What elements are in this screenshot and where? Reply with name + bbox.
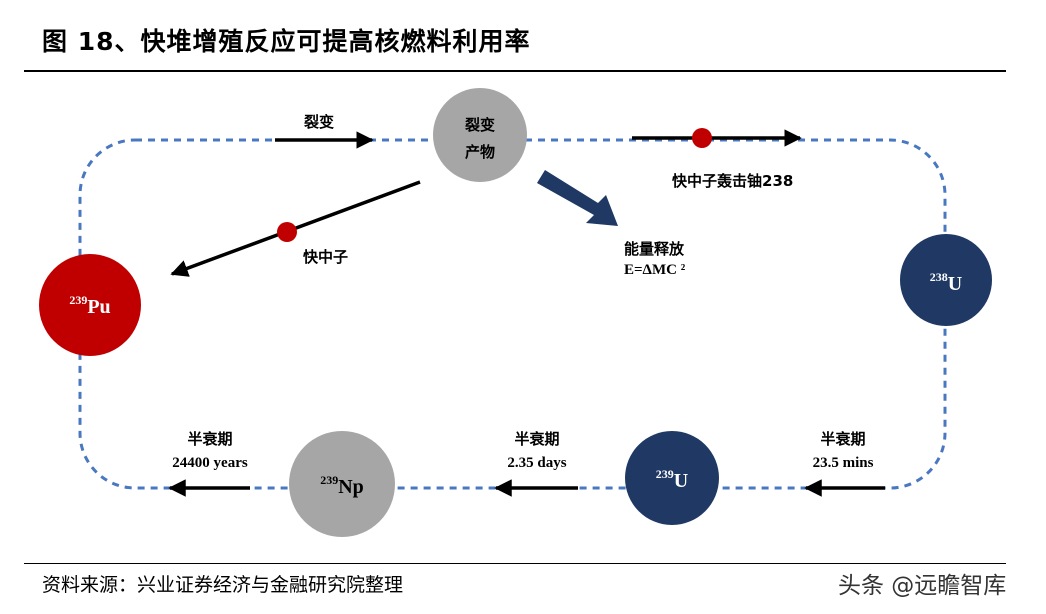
- neutron-dot-left: [277, 222, 297, 242]
- np239-mass: 239: [320, 473, 338, 487]
- fission-products-line2: 产物: [465, 143, 495, 161]
- u239-mass: 239: [656, 467, 674, 481]
- energy-release-arrow: [537, 170, 618, 226]
- source-note: 资料来源：兴业证券经济与金融研究院整理: [42, 574, 404, 596]
- np239-symbol: Np: [338, 476, 364, 498]
- half-life-3-title: 半衰期: [187, 430, 232, 448]
- half-life-3-value: 24400 years: [172, 455, 248, 471]
- energy-release-label: 能量释放: [624, 240, 685, 258]
- u238-node: [900, 234, 992, 326]
- u239-symbol: U: [674, 470, 688, 492]
- half-life-2-title: 半衰期: [514, 430, 559, 448]
- u239-label: 239U: [656, 467, 688, 492]
- page-title: 图 18、快堆增殖反应可提高核燃料利用率: [42, 27, 531, 56]
- pu239-node: [39, 254, 141, 356]
- u238-label: 238U: [930, 270, 962, 295]
- title-divider: [24, 70, 1006, 72]
- pu239-symbol: Pu: [87, 296, 110, 318]
- fast-neutron-bombard-label: 快中子轰击铀238: [672, 172, 793, 190]
- u239-node: [625, 431, 719, 525]
- fission-products-node: [433, 88, 527, 182]
- fission-label: 裂变: [303, 113, 334, 131]
- np239-label: 239Np: [320, 473, 364, 498]
- np239-node: [289, 431, 395, 537]
- half-life-1-title: 半衰期: [820, 430, 865, 448]
- u238-symbol: U: [948, 273, 962, 295]
- u238-mass: 238: [930, 270, 948, 284]
- pu239-mass: 239: [69, 293, 87, 307]
- fission-products-line1: 裂变: [464, 116, 495, 134]
- fast-neutron-label: 快中子: [303, 248, 348, 266]
- watermark: 头条 @远瞻智库: [838, 573, 1007, 599]
- footer-divider: [24, 563, 1006, 564]
- energy-formula-label: E=ΔMC ²: [624, 262, 686, 278]
- neutron-dot-right: [692, 128, 712, 148]
- pu239-label: 239Pu: [69, 293, 110, 318]
- half-life-2-value: 2.35 days: [507, 455, 566, 471]
- half-life-1-value: 23.5 mins: [813, 455, 874, 471]
